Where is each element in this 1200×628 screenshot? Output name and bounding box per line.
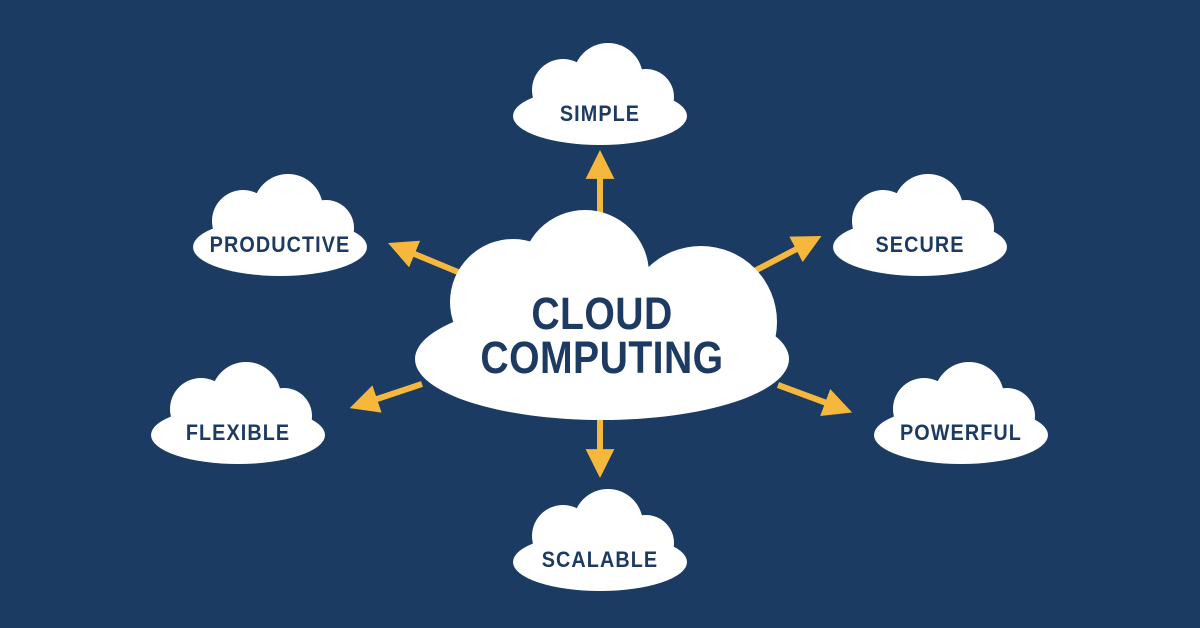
satellite-label: POWERFUL — [900, 419, 1022, 445]
cloud-icon — [511, 486, 689, 591]
center-label-line1: CLOUD — [531, 288, 673, 339]
center-label-line2: COMPUTING — [480, 332, 724, 383]
satellite-cloud-powerful: POWERFUL — [872, 359, 1050, 464]
cloud-icon — [191, 171, 369, 276]
satellite-label: PRODUCTIVE — [209, 231, 351, 257]
cloud-icon — [511, 40, 689, 145]
satellite-label: SECURE — [875, 231, 965, 257]
satellite-cloud-scalable: SCALABLE — [511, 486, 689, 591]
cloud-icon — [831, 171, 1009, 276]
center-cloud-label: CLOUD COMPUTING — [438, 288, 767, 383]
cloud-icon — [149, 359, 327, 464]
arrow-center-to-powerful-icon — [776, 382, 853, 416]
cloud-icon — [872, 359, 1050, 464]
satellite-cloud-secure: SECURE — [831, 171, 1009, 276]
arrow-center-to-flexible-icon — [349, 381, 423, 413]
satellite-cloud-simple: SIMPLE — [511, 40, 689, 145]
satellite-cloud-productive: PRODUCTIVE — [191, 171, 369, 276]
center-cloud: CLOUD COMPUTING — [413, 204, 791, 420]
satellite-label: FLEXIBLE — [185, 419, 291, 445]
satellite-label: SIMPLE — [559, 100, 641, 126]
satellite-label: SCALABLE — [541, 546, 659, 572]
satellite-cloud-flexible: FLEXIBLE — [149, 359, 327, 464]
